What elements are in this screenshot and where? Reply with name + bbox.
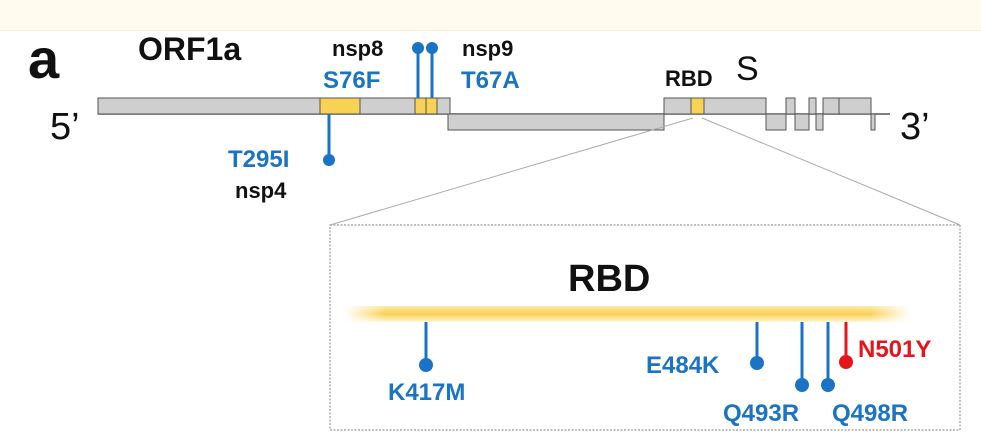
q498r-label: Q498R (832, 400, 908, 427)
q493r-dot (795, 378, 809, 392)
t295i-label: T295I (228, 146, 289, 173)
n501y-label: N501Y (858, 336, 931, 363)
zoom-connector-left (329, 117, 694, 226)
s-gene-label: S (736, 50, 759, 88)
q493r-label: Q493R (723, 400, 799, 427)
rbd-bar (345, 306, 910, 322)
top-band (0, 0, 981, 31)
t67a-label: T67A (461, 67, 520, 94)
rbd-bar-fade-right (870, 304, 910, 324)
rbd-small-label: RBD (665, 66, 713, 91)
rbd-small-block (690, 97, 705, 115)
gene-block-e (785, 97, 796, 115)
gene-block-3a (765, 113, 787, 131)
rbd-zoom-title: RBD (568, 258, 650, 300)
gene-block-m (794, 113, 810, 131)
zoom-connector-right (701, 117, 961, 226)
three-prime-label: 3’ (900, 106, 930, 148)
orf1b-lower-block (447, 113, 665, 131)
nsp9-dot (426, 42, 438, 54)
rbd-bar-fade-left (345, 304, 385, 324)
gene-block-n (838, 97, 872, 115)
panel-label: a (28, 27, 60, 90)
k417m-dot (419, 358, 433, 372)
nsp9-label: nsp9 (462, 36, 513, 61)
nsp4-domain (319, 97, 361, 115)
s76f-label: S76F (323, 67, 380, 94)
gene-block-10 (870, 113, 876, 131)
k417m-label: K417M (388, 379, 465, 406)
e484k-label: E484K (646, 352, 720, 379)
gene-block-7 (815, 113, 824, 131)
q498r-dot (821, 378, 835, 392)
nsp4-dot (323, 154, 335, 166)
orf-label: ORF1a (138, 31, 241, 67)
gene-block-8 (822, 97, 840, 115)
n501y-dot (839, 355, 853, 369)
five-prime-label: 5’ (50, 106, 80, 148)
nsp4-label: nsp4 (235, 178, 287, 203)
rbd-zoom-box (329, 224, 961, 431)
nsp8-label: nsp8 (332, 36, 383, 61)
s-gene-block (663, 97, 767, 115)
gene-block-6 (808, 97, 817, 115)
e484k-dot (750, 356, 764, 370)
nsp8-dot (412, 42, 424, 54)
orf1a-upper-block (97, 97, 451, 115)
